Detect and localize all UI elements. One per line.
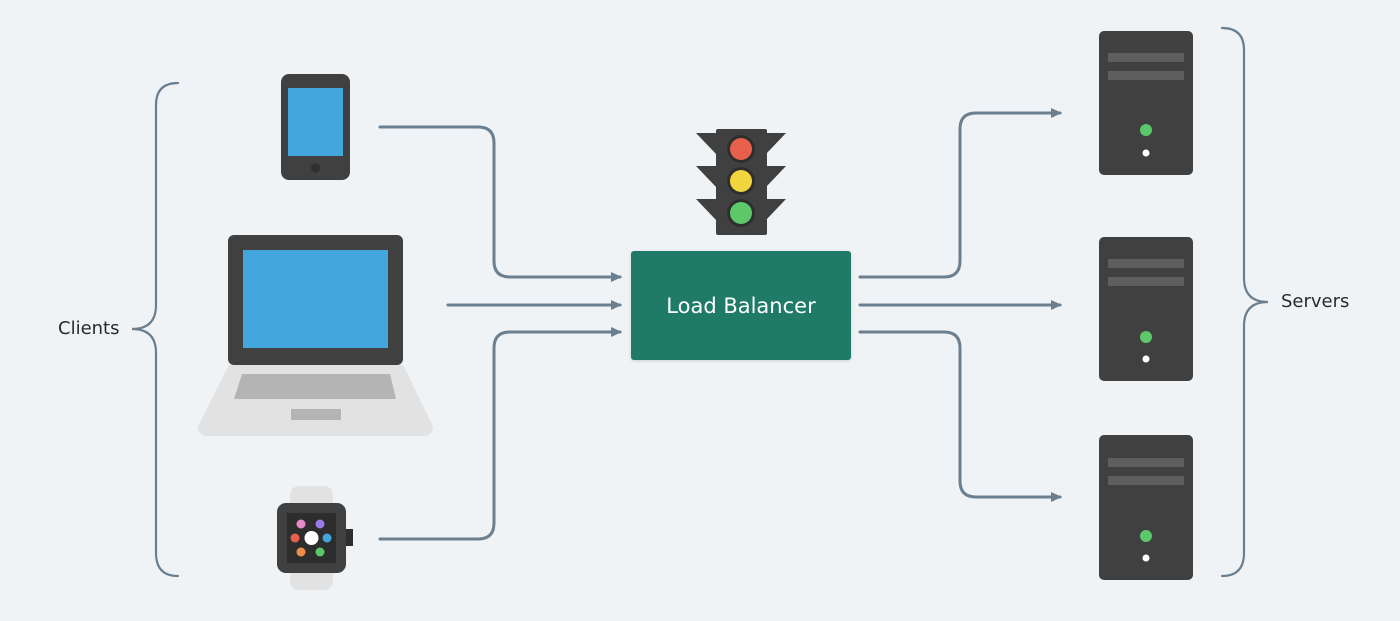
laptop-icon xyxy=(198,235,433,436)
connector-phone-to-lb xyxy=(378,125,622,282)
connector-lb-to-server-3 xyxy=(858,330,1062,502)
connector-lb-to-server-1 xyxy=(858,108,1062,279)
server-icon xyxy=(1099,237,1193,381)
traffic-light-icon xyxy=(696,129,786,235)
clients-label: Clients xyxy=(58,318,120,339)
load-balancer-box: Load Balancer xyxy=(631,251,851,360)
load-balancer-label: Load Balancer xyxy=(666,293,816,318)
connector-watch-to-lb xyxy=(378,327,622,541)
servers-label: Servers xyxy=(1281,291,1350,312)
servers-brace xyxy=(1220,26,1269,578)
phone-icon xyxy=(281,74,350,180)
server-icon xyxy=(1099,435,1193,580)
clients-brace xyxy=(131,81,180,578)
watch-icon xyxy=(277,486,353,590)
server-icon xyxy=(1099,31,1193,175)
